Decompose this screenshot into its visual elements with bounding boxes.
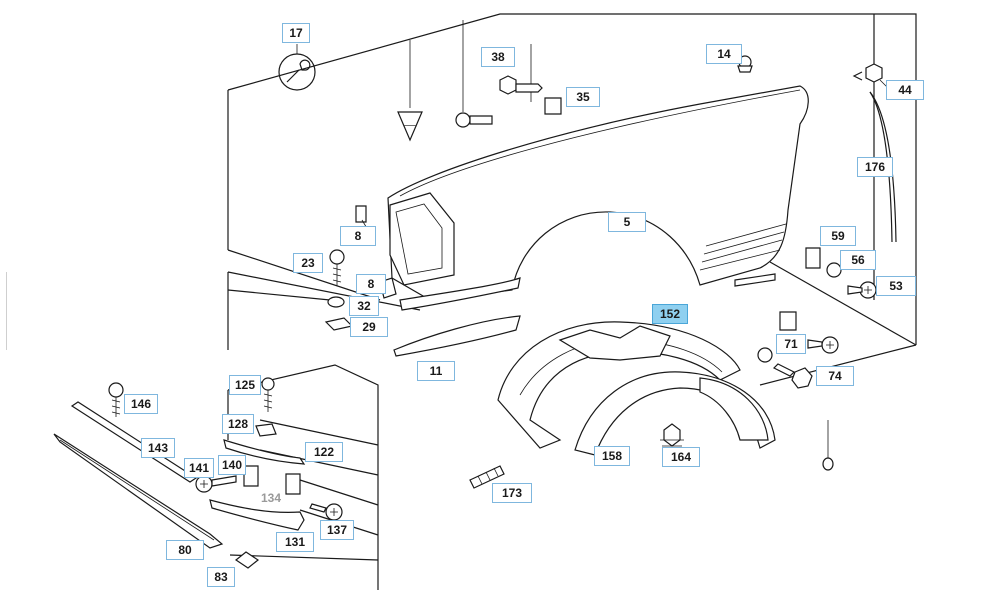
right-fasteners bbox=[757, 247, 877, 471]
lower-left-parts bbox=[53, 377, 505, 569]
callout-164[interactable]: 164 bbox=[662, 447, 700, 467]
callout-173[interactable]: 173 bbox=[492, 483, 532, 503]
callout-38[interactable]: 38 bbox=[481, 47, 515, 67]
callout-143[interactable]: 143 bbox=[141, 438, 175, 458]
front-trim-parts bbox=[393, 277, 521, 357]
callout-158[interactable]: 158 bbox=[594, 446, 630, 466]
callout-122[interactable]: 122 bbox=[305, 442, 343, 462]
left-edge-divider bbox=[0, 272, 7, 350]
callout-71[interactable]: 71 bbox=[776, 334, 806, 354]
callout-125[interactable]: 125 bbox=[229, 375, 261, 395]
callout-80[interactable]: 80 bbox=[166, 540, 204, 560]
callout-35[interactable]: 35 bbox=[566, 87, 600, 107]
front-fender-part bbox=[387, 85, 809, 301]
callout-5[interactable]: 5 bbox=[608, 212, 646, 232]
callout-14[interactable]: 14 bbox=[706, 44, 742, 64]
callout-44[interactable]: 44 bbox=[886, 80, 924, 100]
callout-176[interactable]: 176 bbox=[857, 157, 893, 177]
callout-17[interactable]: 17 bbox=[282, 23, 310, 43]
callout-131[interactable]: 131 bbox=[276, 532, 314, 552]
callout-56[interactable]: 56 bbox=[840, 250, 876, 270]
callout-8-lower[interactable]: 8 bbox=[356, 274, 386, 294]
callout-146[interactable]: 146 bbox=[124, 394, 158, 414]
callout-137[interactable]: 137 bbox=[320, 520, 354, 540]
callout-152-selected[interactable]: 152 bbox=[652, 304, 688, 324]
callout-32[interactable]: 32 bbox=[349, 296, 379, 316]
callout-53[interactable]: 53 bbox=[876, 276, 916, 296]
callout-141[interactable]: 141 bbox=[184, 458, 214, 478]
wheel-arch-liner bbox=[497, 321, 776, 456]
callout-59[interactable]: 59 bbox=[820, 226, 856, 246]
callout-8-upper[interactable]: 8 bbox=[340, 226, 376, 246]
callout-11[interactable]: 11 bbox=[417, 361, 455, 381]
top-fasteners bbox=[397, 20, 897, 243]
callout-83[interactable]: 83 bbox=[207, 567, 235, 587]
callout-74[interactable]: 74 bbox=[816, 366, 854, 386]
callout-128[interactable]: 128 bbox=[222, 414, 254, 434]
callout-23[interactable]: 23 bbox=[293, 253, 323, 273]
callout-29[interactable]: 29 bbox=[350, 317, 388, 337]
wrench-icon bbox=[278, 53, 316, 91]
callout-134[interactable]: 134 bbox=[260, 491, 282, 505]
callout-140[interactable]: 140 bbox=[218, 455, 246, 475]
